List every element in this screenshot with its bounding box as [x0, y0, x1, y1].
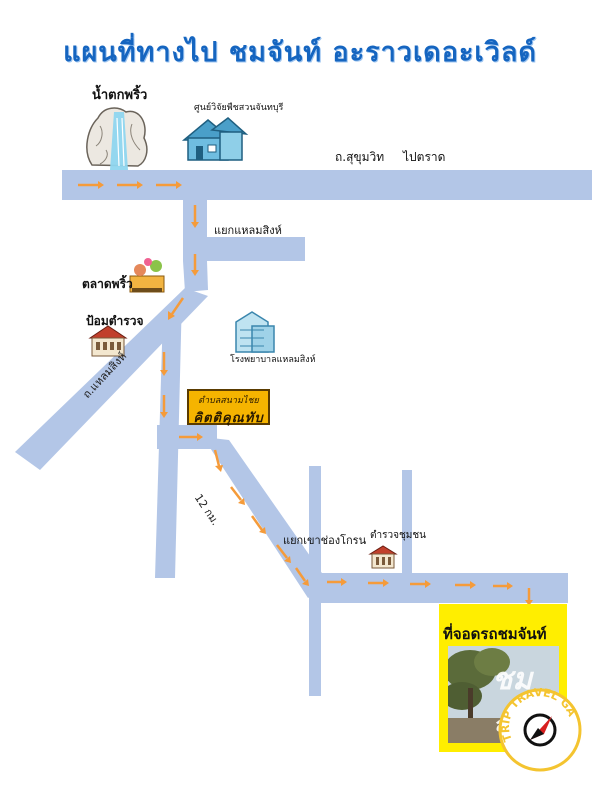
waterfall-icon — [86, 107, 148, 170]
roads — [15, 170, 592, 696]
market-label: ตลาดพริ้ว — [82, 277, 133, 291]
sign-line1: ตำบลสนามไชย — [198, 396, 259, 406]
arrow — [493, 582, 513, 590]
arrow — [191, 205, 199, 228]
police-box-icon — [88, 325, 128, 357]
arrow — [368, 579, 389, 587]
arrow — [160, 352, 168, 376]
study-center-icon — [181, 117, 249, 161]
police-station-icon — [368, 545, 398, 569]
road-laem-sing-junction — [183, 237, 305, 261]
road-to-parking — [309, 573, 568, 603]
destination-sign: ตำบลสนามไชย คิตติคุณทับ — [187, 389, 270, 426]
hospital-label: โรงพยาบาลแหลมสิงห์ — [230, 355, 316, 365]
arrow — [294, 567, 309, 586]
arrow — [179, 433, 203, 441]
to-trat-label: ไปตราด — [403, 150, 446, 164]
road-laem-sing-diagonal — [15, 288, 208, 470]
study-center-label: ศูนย์วิจัยพืชสวนจันทบุรี — [194, 103, 284, 113]
road-vertical-station — [402, 470, 412, 580]
arrow — [160, 395, 168, 418]
trip-travel-gang-logo: TRIP TRAVEL GANG — [498, 688, 582, 772]
route-arrows — [78, 181, 533, 606]
arrow — [213, 449, 223, 472]
map-title: แผนที่ทางไป ชมจันท์ อะราวเดอะเวิลด์ — [63, 37, 537, 68]
market-icon — [129, 258, 165, 293]
arrow — [327, 578, 347, 586]
arrow — [455, 581, 476, 589]
road-connector — [183, 261, 208, 292]
police-box-label: ป้อมตำรวจ — [86, 314, 144, 328]
parking-label: ที่จอดรถชมจันท์ — [443, 625, 547, 643]
arrow — [117, 181, 143, 189]
arrow — [191, 254, 199, 276]
arrow — [525, 588, 533, 606]
khao-chong-kron-label: แยกเขาช่องโกรน — [283, 534, 367, 547]
laem-sing-junction-label: แยกแหลมสิงห์ — [214, 224, 282, 237]
arrow — [410, 580, 431, 588]
sign-line2: คิตติคุณทับ — [193, 411, 264, 426]
arrow — [78, 181, 104, 189]
arrow — [276, 544, 291, 563]
arrow — [156, 181, 182, 189]
police-station-label: ตำรวจชุมชน — [370, 530, 426, 541]
waterfall-label: น้ำตกพริ้ว — [92, 88, 148, 103]
arrow — [230, 486, 245, 505]
arrow — [168, 297, 185, 320]
road-sukhumvit — [62, 170, 592, 200]
hospital-icon — [235, 311, 275, 353]
road-diagonal-east — [203, 437, 331, 598]
arrow — [250, 515, 266, 534]
sukhumvit-road-label: ถ.สุขุมวิท — [335, 150, 385, 164]
